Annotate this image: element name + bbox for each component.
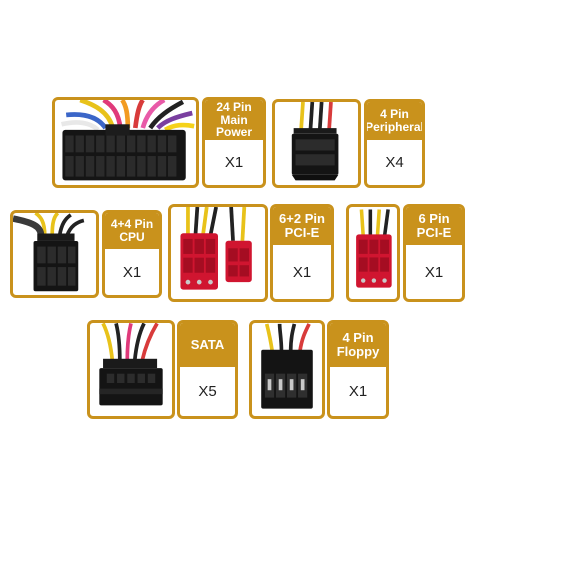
connector-card-pcie-6plus2: 6+2 Pin PCI-E X1 bbox=[270, 204, 334, 302]
connector-quantity: X1 bbox=[424, 263, 444, 281]
connector-label-line2: Peripheral bbox=[365, 120, 424, 134]
connector-label-line1: 4 Pin bbox=[342, 330, 374, 346]
cpu-8pin-image bbox=[10, 210, 99, 298]
connector-label: 4 Pin Floppy bbox=[330, 323, 386, 367]
atx-24pin-connector-icon bbox=[60, 100, 195, 181]
connector-quantity: X1 bbox=[224, 154, 244, 171]
connector-label-line2: PCI-E bbox=[284, 225, 320, 240]
connector-label-line2: Floppy bbox=[336, 344, 380, 359]
connector-card-floppy: 4 Pin Floppy X1 bbox=[327, 320, 389, 419]
molex-4pin-connector-icon bbox=[291, 102, 339, 181]
connector-label-line1: 4 Pin bbox=[380, 107, 409, 122]
atx-24pin-image bbox=[52, 97, 199, 188]
pcie-6plus2-connector-icon bbox=[180, 207, 252, 290]
sata-connector-icon bbox=[99, 323, 163, 406]
floppy-4pin-image bbox=[249, 320, 325, 419]
pcie-6pin-connector-icon bbox=[356, 209, 392, 288]
connector-label-line1: 24 Pin bbox=[216, 100, 252, 115]
connector-label-line2: CPU bbox=[119, 230, 145, 244]
connector-card-pcie-6pin: 6 Pin PCI-E X1 bbox=[403, 204, 465, 302]
connector-card-sata: SATA X5 bbox=[177, 320, 238, 419]
connector-quantity: X1 bbox=[348, 383, 368, 400]
connector-card-cpu: 4+4 Pin CPU X1 bbox=[102, 210, 162, 298]
connector-label: 24 Pin Main Power bbox=[205, 100, 263, 140]
molex-4pin-image bbox=[272, 99, 361, 188]
connector-label-line1: 4+4 Pin bbox=[110, 217, 154, 232]
connector-card-24pin: 24 Pin Main Power X1 bbox=[202, 97, 266, 188]
connector-quantity: X1 bbox=[122, 263, 142, 281]
connector-label: 4+4 Pin CPU bbox=[105, 213, 159, 249]
cpu-8pin-connector-icon bbox=[13, 213, 85, 292]
connector-label-line1: 6 Pin bbox=[418, 211, 450, 227]
sata-image bbox=[87, 320, 175, 419]
connector-label: 6+2 Pin PCI-E bbox=[273, 207, 331, 245]
connector-quantity: X5 bbox=[198, 383, 217, 400]
pcie-6plus2-image bbox=[168, 204, 268, 302]
connector-card-4pin-peripheral: 4 Pin Peripheral X4 bbox=[364, 99, 425, 188]
connector-quantity: X1 bbox=[292, 263, 312, 281]
connector-label: SATA bbox=[180, 323, 235, 367]
connector-label-line2: PCI-E bbox=[416, 225, 452, 240]
connector-label-line1: SATA bbox=[190, 337, 225, 353]
connector-label: 4 Pin Peripheral bbox=[367, 102, 422, 140]
connector-label-line1: 6+2 Pin bbox=[279, 211, 325, 227]
connector-label: 6 Pin PCI-E bbox=[406, 207, 462, 245]
pcie-6pin-image bbox=[346, 204, 400, 302]
connector-label-line2: Main Power bbox=[215, 112, 252, 140]
floppy-4pin-connector-icon bbox=[261, 323, 313, 409]
connector-quantity: X4 bbox=[385, 154, 404, 171]
